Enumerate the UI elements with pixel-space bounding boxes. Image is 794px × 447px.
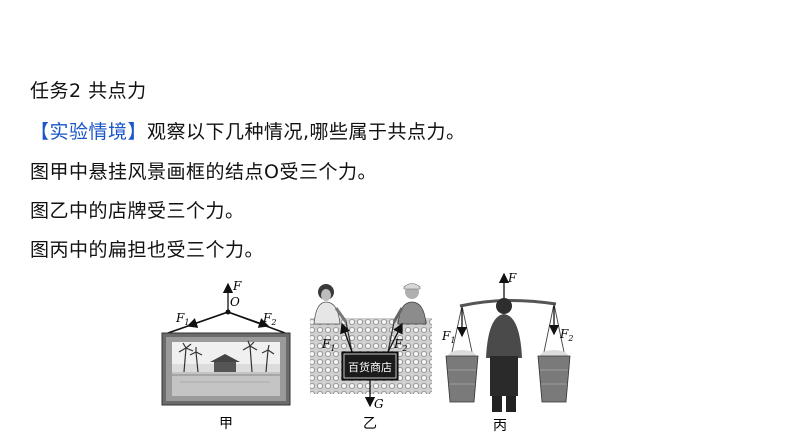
label-f2: F2 (262, 311, 276, 327)
caption-bing: 丙 (493, 418, 507, 434)
force-arrow-f1 (186, 311, 229, 328)
label-f: F (232, 279, 242, 293)
label-o: O (230, 295, 240, 309)
shop-sign (341, 351, 399, 381)
caption-yi: 乙 (363, 416, 377, 432)
person-carrier (486, 298, 522, 412)
label-f2: F2 (559, 327, 573, 343)
force-arrow-f1 (340, 322, 353, 353)
person-left (313, 284, 348, 325)
label-f2: F2 (393, 337, 407, 353)
label-g: G (374, 397, 384, 411)
task-title: 任务2 共点力 (30, 80, 147, 102)
situation-line: 【实验情境】观察以下几种情况,哪些属于共点力。 (30, 120, 466, 144)
basket-left (445, 350, 479, 403)
basket-right (537, 350, 571, 403)
situation-tag: 【实验情境】 (30, 121, 148, 143)
force-arrow-f2 (227, 311, 270, 328)
line-bing: 图丙中的扁担也受三个力。 (30, 239, 265, 261)
label-f1: F1 (175, 311, 189, 327)
shop-sign-text: 百货商店 (348, 360, 392, 374)
figure-bing: F F1 F2 丙 (441, 271, 573, 434)
person-right (392, 283, 427, 325)
line-jia: 图甲中悬挂风景画框的结点O受三个力。 (30, 161, 377, 183)
force-arrow-f2 (387, 322, 403, 353)
line-yi: 图乙中的店牌受三个力。 (30, 200, 245, 222)
label-f1: F1 (321, 337, 335, 353)
figure-yi: F1 F2 百货商店 G 乙 (310, 283, 432, 432)
figure-jia: F O F1 F2 甲 (161, 279, 291, 432)
label-f: F (507, 271, 517, 285)
situation-text: 观察以下几种情况,哪些属于共点力。 (147, 121, 466, 143)
label-f1: F1 (441, 329, 455, 345)
caption-jia: 甲 (219, 416, 233, 432)
